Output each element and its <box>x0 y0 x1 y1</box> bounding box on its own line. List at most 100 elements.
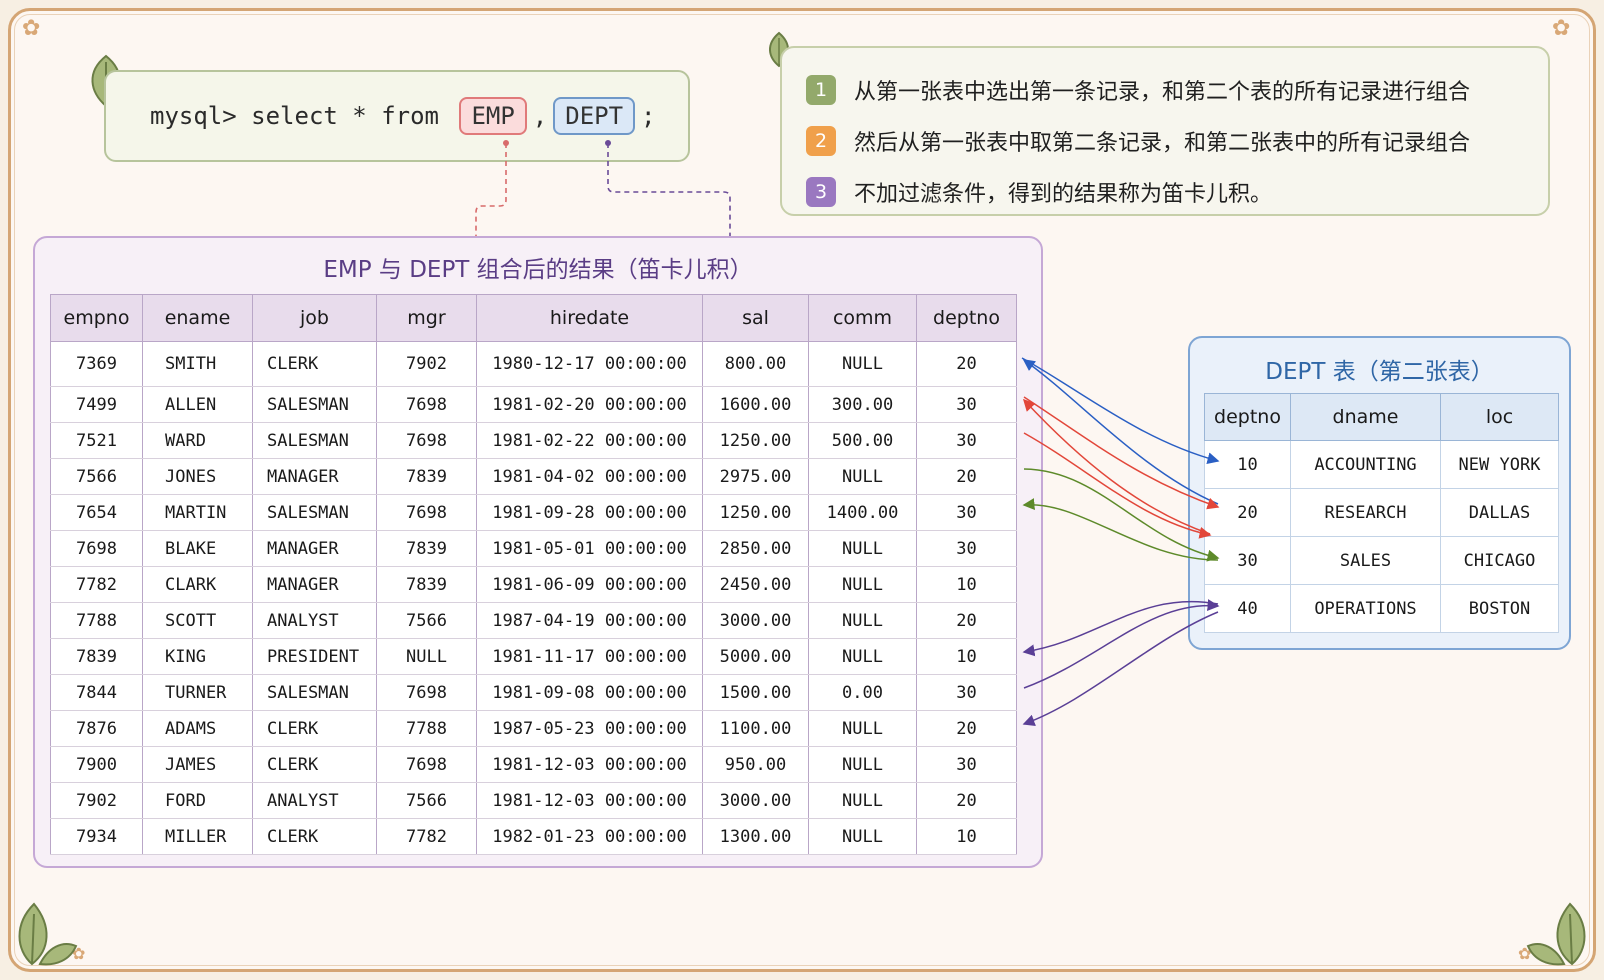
emp-cell-deptno: 20 <box>916 341 1017 387</box>
emp-column-header: hiredate <box>476 294 703 342</box>
emp-cell-empno: 7876 <box>50 710 143 747</box>
sql-comma: , <box>532 102 548 130</box>
emp-cell-mgr: 7839 <box>376 530 477 567</box>
sql-table-dept: DEPT <box>553 97 636 135</box>
note-item: 1 从第一张表中选出第一条记录，和第二个表的所有记录进行组合 <box>806 64 1524 115</box>
emp-cell-hiredate: 1981-12-03 00:00:00 <box>476 782 703 819</box>
emp-cell-empno: 7788 <box>50 602 143 639</box>
emp-column-header: empno <box>50 294 143 342</box>
emp-cell-sal: 3000.00 <box>702 602 809 639</box>
dept-connector <box>607 143 731 236</box>
emp-cell-mgr: 7788 <box>376 710 477 747</box>
emp-cell-hiredate: 1981-05-01 00:00:00 <box>476 530 703 567</box>
emp-cell-hiredate: 1987-05-23 00:00:00 <box>476 710 703 747</box>
emp-cell-empno: 7844 <box>50 674 143 711</box>
emp-cell-job: MANAGER <box>252 566 377 603</box>
emp-cell-deptno: 20 <box>916 458 1017 495</box>
emp-cell-comm: NULL <box>808 638 917 675</box>
emp-cell-empno: 7902 <box>50 782 143 819</box>
emp-cell-empno: 7654 <box>50 494 143 531</box>
page-frame-inner <box>14 14 1590 966</box>
emp-cell-mgr: 7566 <box>376 602 477 639</box>
emp-cell-hiredate: 1981-04-02 00:00:00 <box>476 458 703 495</box>
explanation-notes: 1 从第一张表中选出第一条记录，和第二个表的所有记录进行组合 2 然后从第一张表… <box>780 46 1550 216</box>
emp-cell-hiredate: 1982-01-23 00:00:00 <box>476 818 703 855</box>
emp-cell-ename: WARD <box>142 422 253 459</box>
emp-cell-job: SALESMAN <box>252 494 377 531</box>
dept-panel-title: DEPT 表（第二张表） <box>1265 359 1494 385</box>
emp-cell-mgr: 7566 <box>376 782 477 819</box>
emp-cell-deptno: 30 <box>916 494 1017 531</box>
emp-cell-hiredate: 1981-11-17 00:00:00 <box>476 638 703 675</box>
note-number: 3 <box>806 176 836 207</box>
emp-cell-deptno: 30 <box>916 386 1017 423</box>
emp-cell-sal: 1100.00 <box>702 710 809 747</box>
emp-cell-deptno: 30 <box>916 422 1017 459</box>
arrow-dept10 <box>1022 359 1219 505</box>
emp-cell-comm: 1400.00 <box>808 494 917 531</box>
emp-cell-deptno: 20 <box>916 602 1017 639</box>
emp-cell-deptno: 30 <box>916 674 1017 711</box>
emp-cell-empno: 7934 <box>50 818 143 855</box>
emp-cell-comm: NULL <box>808 710 917 747</box>
emp-cell-job: CLERK <box>252 710 377 747</box>
emp-panel-title: EMP 与 DEPT 组合后的结果（笛卡儿积） <box>323 257 753 283</box>
note-number: 2 <box>806 125 836 156</box>
emp-cell-empno: 7369 <box>50 341 143 387</box>
emp-cell-mgr: 7839 <box>376 458 477 495</box>
emp-cell-sal: 950.00 <box>702 746 809 783</box>
emp-cell-hiredate: 1981-02-20 00:00:00 <box>476 386 703 423</box>
dept-cell-deptno: 10 <box>1204 440 1291 489</box>
emp-cell-comm: 500.00 <box>808 422 917 459</box>
note-item: 3 不加过滤条件，得到的结果称为笛卡儿积。 <box>806 166 1524 217</box>
paw-icon: ✿ <box>1518 944 1532 963</box>
emp-cell-mgr: 7698 <box>376 674 477 711</box>
emp-cell-empno: 7566 <box>50 458 143 495</box>
emp-cell-empno: 7782 <box>50 566 143 603</box>
emp-cell-job: CLERK <box>252 746 377 783</box>
emp-cell-deptno: 20 <box>916 710 1017 747</box>
emp-cell-empno: 7521 <box>50 422 143 459</box>
arrow-dept40 <box>1022 611 1219 727</box>
emp-cell-ename: JAMES <box>142 746 253 783</box>
emp-cell-job: CLERK <box>252 341 377 387</box>
emp-cell-comm: NULL <box>808 530 917 567</box>
note-number: 1 <box>806 74 836 105</box>
dept-cell-loc: BOSTON <box>1440 584 1559 633</box>
emp-column-header: deptno <box>916 294 1017 342</box>
emp-cell-mgr: 7782 <box>376 818 477 855</box>
emp-cell-sal: 2450.00 <box>702 566 809 603</box>
emp-cell-hiredate: 1980-12-17 00:00:00 <box>476 341 703 387</box>
emp-cell-ename: ADAMS <box>142 710 253 747</box>
arrow-dept20 <box>1023 432 1212 539</box>
note-text: 然后从第一张表中取第二条记录，和第二张表中的所有记录组合 <box>854 130 1471 156</box>
sql-semicolon: ; <box>641 102 656 130</box>
emp-cell-mgr: 7698 <box>376 746 477 783</box>
emp-cell-hiredate: 1981-06-09 00:00:00 <box>476 566 703 603</box>
emp-cell-comm: 0.00 <box>808 674 917 711</box>
emp-cell-comm: NULL <box>808 458 917 495</box>
emp-cell-ename: SCOTT <box>142 602 253 639</box>
emp-cell-sal: 1250.00 <box>702 422 809 459</box>
emp-cell-hiredate: 1987-04-19 00:00:00 <box>476 602 703 639</box>
emp-cell-sal: 2850.00 <box>702 530 809 567</box>
emp-cell-ename: SMITH <box>142 341 253 387</box>
dept-column-header: deptno <box>1204 393 1291 441</box>
sql-table-emp: EMP <box>459 97 527 135</box>
emp-cell-deptno: 30 <box>916 530 1017 567</box>
leaf-icon <box>18 902 78 966</box>
paw-icon: ✿ <box>1552 16 1571 41</box>
emp-cell-mgr: NULL <box>376 638 477 675</box>
